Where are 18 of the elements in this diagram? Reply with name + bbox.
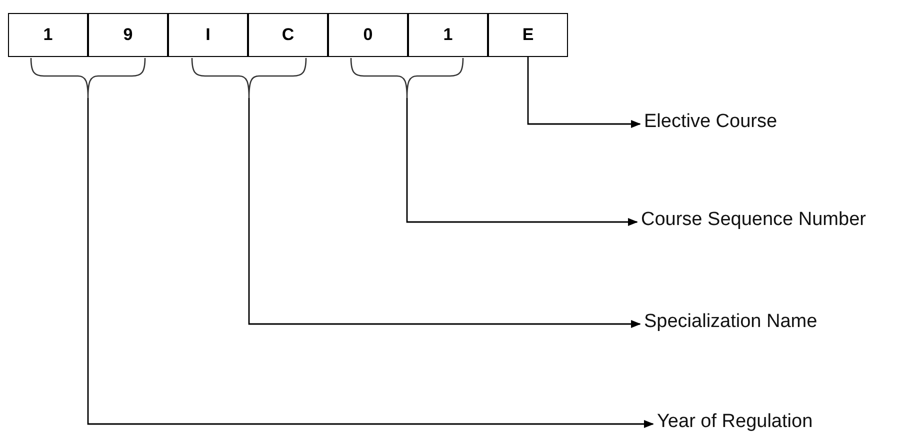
code-character-cell: 9	[88, 13, 168, 57]
field-label: Course Sequence Number	[641, 209, 866, 231]
field-label: Year of Regulation	[657, 411, 813, 433]
code-character-cell: 1	[408, 13, 488, 57]
code-character-cell: C	[248, 13, 328, 57]
field-label: Specialization Name	[644, 311, 818, 333]
field-label: Elective Course	[644, 111, 778, 133]
curly-brace	[350, 58, 464, 98]
connector-arrow	[87, 98, 654, 428]
connector-arrow	[527, 57, 641, 128]
code-character-cell: 0	[328, 13, 408, 57]
code-character-cell: 1	[8, 13, 88, 57]
curly-brace	[30, 58, 146, 98]
code-character-cell: I	[168, 13, 248, 57]
code-character-cell: E	[488, 13, 568, 57]
connector-arrow	[248, 98, 641, 328]
connector-arrow	[406, 98, 638, 226]
curly-brace	[191, 58, 307, 98]
